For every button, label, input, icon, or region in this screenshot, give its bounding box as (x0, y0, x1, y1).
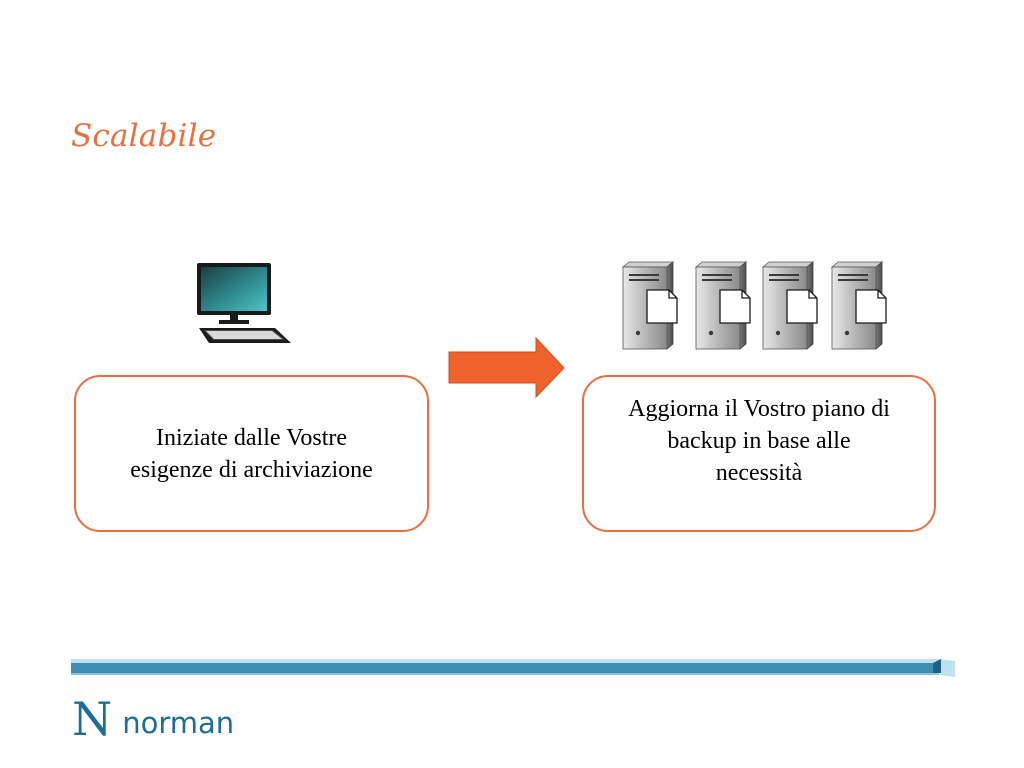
server-tower-icon (695, 261, 751, 350)
server-group (621, 259, 893, 355)
upgrade-plan-text: Aggiorna il Vostro piano di backup in ba… (628, 395, 890, 486)
logo-mark: N (72, 692, 113, 746)
upgrade-plan-box: Aggiorna il Vostro piano di backup in ba… (582, 375, 936, 532)
logo-text: norman (122, 706, 235, 740)
slide-title: Scalabile (71, 118, 217, 154)
start-needs-text: Iniziate dalle Vostre esigenze di archiv… (130, 424, 373, 483)
right-arrow-icon (448, 336, 566, 403)
desktop-computer-icon (195, 262, 295, 350)
server-tower-icon (831, 261, 887, 350)
server-tower-icon (762, 261, 818, 350)
footer-band (71, 657, 957, 685)
start-needs-box: Iniziate dalle Vostre esigenze di archiv… (74, 375, 429, 532)
server-tower-icon (622, 261, 678, 350)
norman-logo: N norman (72, 692, 235, 746)
